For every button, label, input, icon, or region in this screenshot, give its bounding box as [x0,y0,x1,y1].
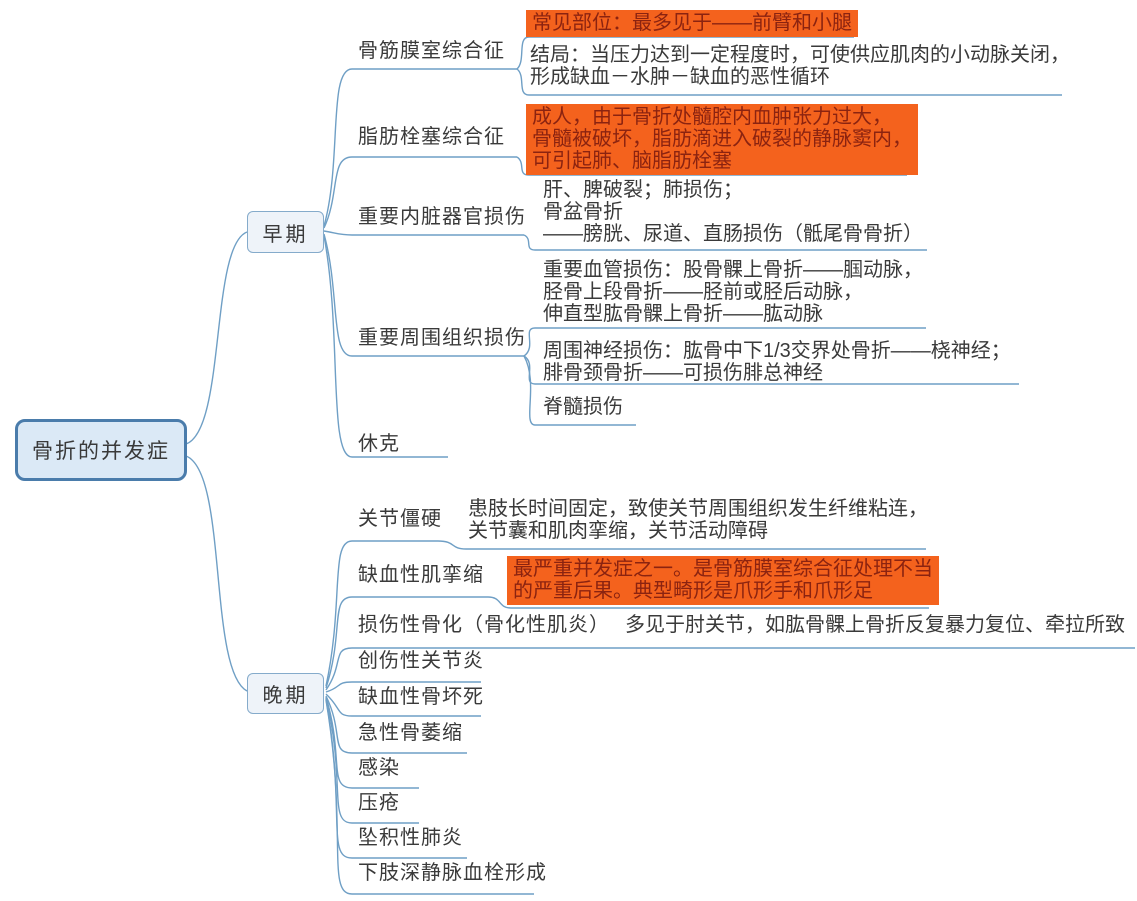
detail-organ-injury[interactable]: 肝、脾破裂；肺损伤； 骨盆骨折 ——膀胱、尿道、直肠损伤（骶尾骨骨折） [543,179,923,245]
connector-path [325,695,467,754]
detail-nerve-injury[interactable]: 周围神经损伤：肱骨中下1/3交界处骨折——桡神经； 腓骨颈骨折——可损伤腓总神经 [543,340,1011,384]
connector-path [323,235,448,458]
topic-deep-vein-thrombosis[interactable]: 下肢深静脉血栓形成 [358,862,547,884]
detail-compartment-outcome[interactable]: 结局：当压力达到一定程度时，可使供应肌肉的小动脉关闭， 形成缺血－水肿－缺血的恶… [530,44,1070,88]
connector-path [516,68,1062,96]
connector-path [323,156,517,229]
connector-path [325,647,1135,691]
topic-shock[interactable]: 休克 [358,433,400,455]
topic-organ-injury[interactable]: 重要内脏器官损伤 [358,206,526,228]
root-topic[interactable]: 骨折的并发症 [15,419,187,481]
detail-fat-embolism-highlight[interactable]: 成人，由于骨折处髓腔内血肿张力过大， 骨髓被破坏，脂肪滴进入破裂的静脉窦内， 可… [526,104,918,175]
detail-spinal-cord-injury[interactable]: 脊髓损伤 [543,396,623,418]
stage-late-topic[interactable]: 晚期 [247,673,324,714]
connector-path [325,693,481,717]
connector-path [523,234,927,251]
connector-path [323,230,524,236]
topic-surrounding-tissue-injury[interactable]: 重要周围组织损伤 [358,327,526,349]
connector-path [185,231,248,445]
detail-joint-stiffness[interactable]: 患肢长时间固定，致使关节周围组织发生纤维粘连， 关节囊和肌肉挛缩，关节活动障碍 [468,498,928,542]
connector-path [325,540,926,687]
connector-path [325,681,481,693]
detail-vessel-injury[interactable]: 重要血管损伤：股骨髁上骨折——腘动脉， 胫骨上段骨折——胫前或胫后动脉， 伸直型… [543,259,923,325]
topic-traumatic-ossification[interactable]: 损伤性骨化（骨化性肌炎） [358,614,610,636]
topic-pressure-sore[interactable]: 压疮 [358,792,400,814]
detail-ischemic-contracture-highlight[interactable]: 最严重并发症之一。是骨筋膜室综合征处理不当 的严重后果。典型畸形是爪形手和爪形足 [507,556,939,605]
connector-path [523,355,636,426]
topic-avascular-necrosis[interactable]: 缺血性骨坏死 [358,686,484,708]
connector-path [323,233,524,357]
topic-fat-embolism[interactable]: 脂肪栓塞综合征 [358,126,505,148]
topic-hypostatic-pneumonia[interactable]: 坠积性肺炎 [358,827,463,849]
connector-path [523,327,926,357]
stage-early-topic[interactable]: 早期 [247,211,324,253]
detail-common-sites-highlight[interactable]: 常见部位：最多见于——前臂和小腿 [526,10,858,37]
connector-path [516,36,854,70]
topic-compartment-syndrome[interactable]: 骨筋膜室综合征 [358,40,505,62]
topic-joint-stiffness[interactable]: 关节僵硬 [358,508,442,530]
connector-path [325,596,929,689]
topic-traumatic-arthritis[interactable]: 创伤性关节炎 [358,650,484,672]
connector-path [325,696,419,789]
topic-infection[interactable]: 感染 [358,757,400,779]
topic-ischemic-contracture[interactable]: 缺血性肌挛缩 [358,564,484,586]
connector-path [185,455,248,692]
detail-traumatic-ossification[interactable]: 多见于肘关节，如肱骨髁上骨折反复暴力复位、牵拉所致 [625,614,1125,636]
connector-path [325,699,534,895]
topic-acute-bone-atrophy[interactable]: 急性骨萎缩 [358,722,463,744]
connector-path [323,68,517,227]
connector-path [325,697,419,824]
